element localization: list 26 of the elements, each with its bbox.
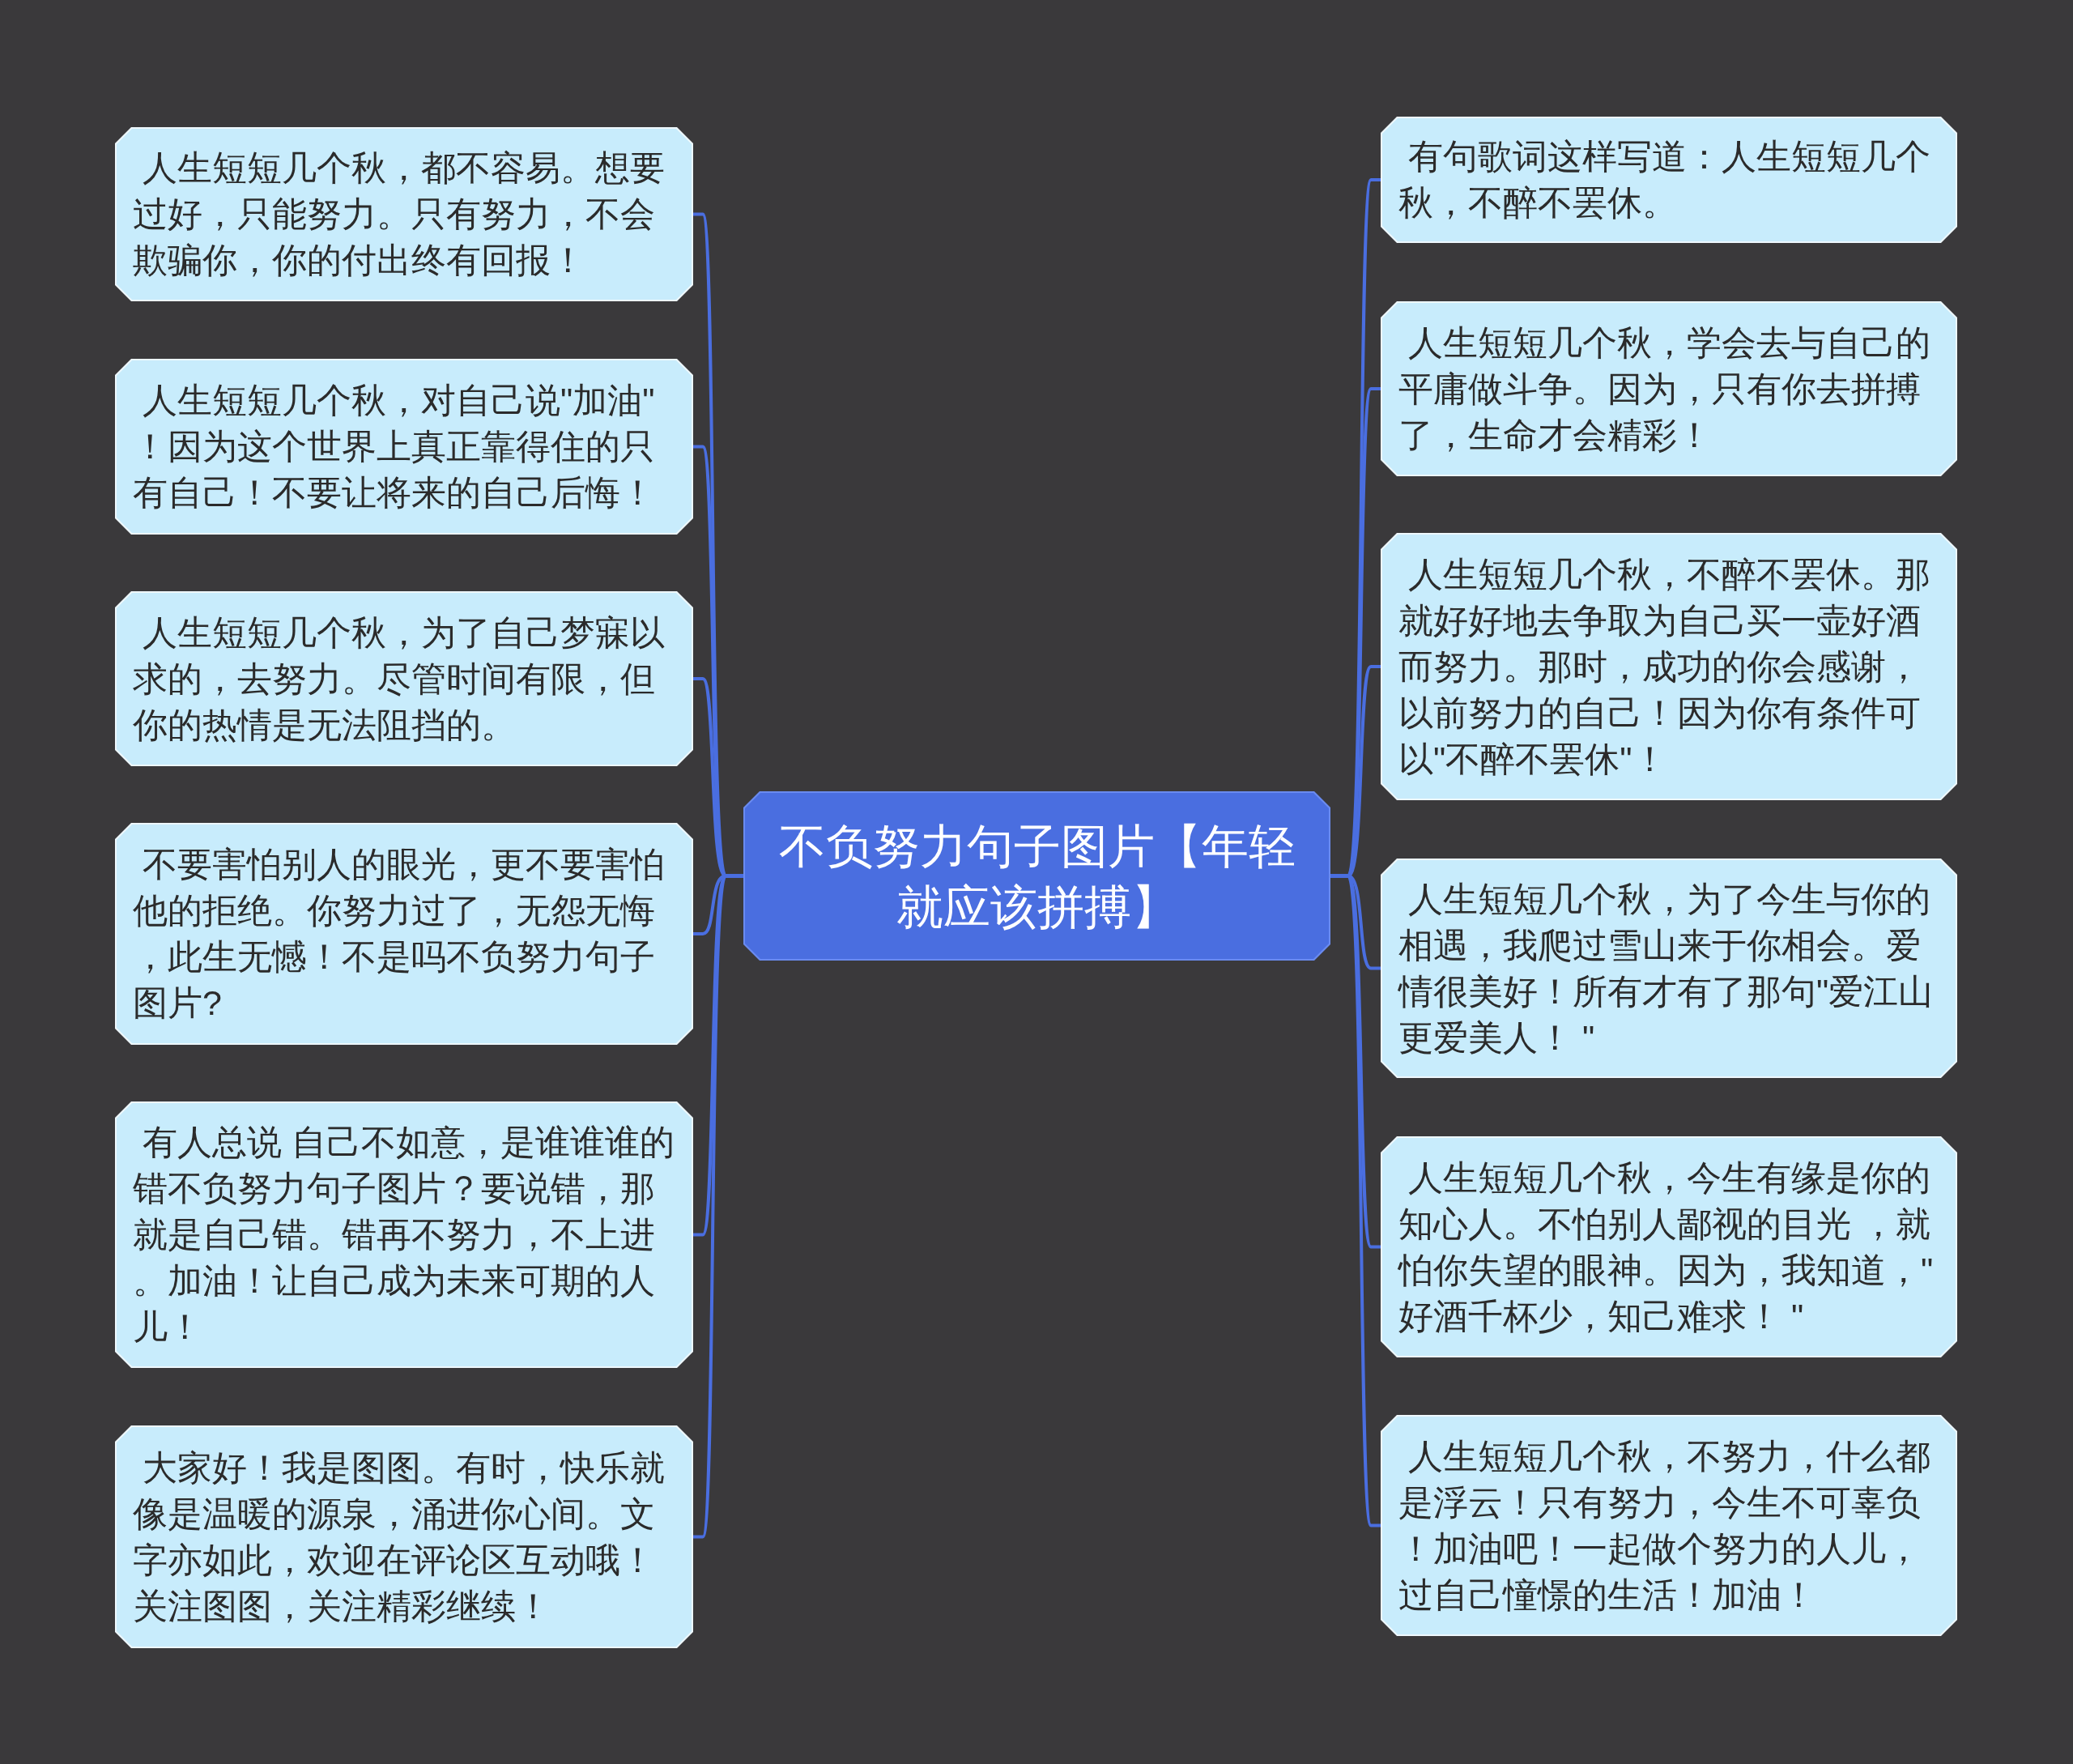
topic-text: 人生短短几个秋，都不容易。想要过好，只能努力。只有努力，不会欺骗你，你的付出终有回报！ xyxy=(133,147,666,281)
topic-box xyxy=(1381,1136,1957,1357)
topic-box xyxy=(115,823,693,1045)
central-topic-box xyxy=(743,791,1330,961)
topic-text: 有人总说 自己不如意，是谁谁谁的错不负努力句子图片？要说错，那就是自己错。错再不努力，不上进。加油！让自己成为未来可期的人儿！ xyxy=(133,1122,675,1348)
topic-box xyxy=(115,591,693,766)
topic-text: 不要害怕别人的眼光，更不要害怕他的拒绝。你努力过了，无怨无悔，此生无憾！不是吗不负努力句子图片? xyxy=(133,844,666,1024)
topic-box xyxy=(115,359,693,535)
topic-box xyxy=(1381,117,1957,243)
topic-text: 大家好！我是图图。有时，快乐就像是温暖的源泉，涌进你心间。文字亦如此，欢迎在评论区互动哦！关注图图，关注精彩继续！ xyxy=(133,1447,666,1627)
topic-box xyxy=(115,1101,693,1368)
topic-text: 有句歌词这样写道：人生短短几个秋，不醉不罢休。 xyxy=(1398,136,1931,224)
topic-text: 人生短短几个秋，今生有缘是你的知心人。不怕别人鄙视的目光 ，就怕你失望的眼神。因为，我知道，"好酒千杯少，知己难求！ " xyxy=(1398,1157,1935,1337)
topic-text: 人生短短几个秋，对自己说"加油"！因为这个世界上真正靠得住的只有自己！不要让将来的自己后悔！ xyxy=(133,380,656,513)
topic-box xyxy=(1381,1415,1957,1636)
central-topic-text: 不负努力句子图片【年轻就应该拼搏】 xyxy=(777,818,1296,935)
topic-text: 人生短短几个秋，学会去与自己的平庸做斗争。因为，只有你去拼搏了，生命才会精彩！ xyxy=(1398,322,1931,456)
topic-box xyxy=(1381,533,1957,800)
topic-box xyxy=(115,1425,693,1648)
topic-box xyxy=(1381,301,1957,476)
topic-text: 人生短短几个秋，不醉不罢休。那就好好地去争取为自己买一壶好酒而努力。那时，成功的你会感谢，以前努力的自己！因为你有条件可以"不醉不罢休"！ xyxy=(1398,553,1931,780)
topic-box xyxy=(1381,859,1957,1078)
topic-text: 人生短短几个秋，为了自己梦寐以求的，去努力。尽管时间有限，但你的热情是无法阻挡的。 xyxy=(133,611,666,746)
topic-text: 人生短短几个秋，不努力，什么都是浮云！只有努力，今生不可辜负！加油吧！一起做个努力的人儿，过自己憧憬的生活！加油！ xyxy=(1398,1435,1931,1616)
topic-box xyxy=(115,127,693,301)
topic-text: 人生短短几个秋，为了今生与你的相遇，我爬过雪山来于你相会。爱情很美好！所有才有了那句"爱江山更爱美人！ " xyxy=(1398,878,1935,1059)
